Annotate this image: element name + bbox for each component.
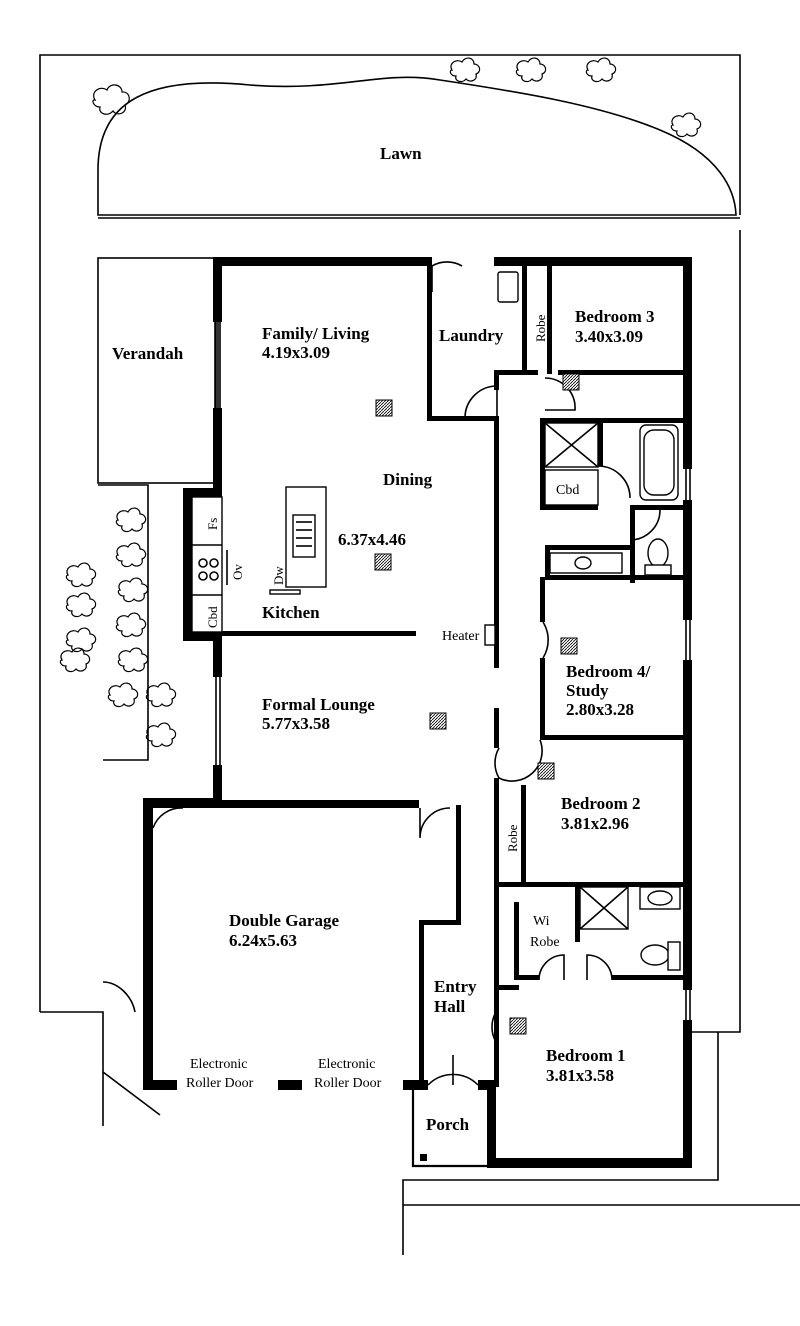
kitchen-cbd-label: Cbd [205, 606, 220, 628]
roller-door-1-line2: Roller Door [186, 1076, 254, 1091]
heater-label: Heater [442, 629, 480, 644]
fridge-space-label: Fs [205, 518, 220, 530]
ceiling-vents [374, 373, 580, 1035]
walk-in-robe-label: Robe [530, 935, 560, 950]
roller-door-2-line2: Roller Door [314, 1076, 382, 1091]
bedroom1-dims: 3.81x3.58 [546, 1066, 614, 1085]
family-living-dims: 4.19x3.09 [262, 343, 330, 362]
porch-post [420, 1154, 427, 1161]
porch-outline [411, 1090, 487, 1168]
windows [215, 259, 691, 1166]
bedroom2-robe-label: Robe [505, 824, 520, 852]
side-garden-trees [59, 507, 177, 748]
garage-dims: 6.24x5.63 [229, 931, 297, 950]
entry-hall-label-2: Hall [434, 997, 465, 1016]
interior-walls [222, 257, 688, 1090]
lawn-edge [97, 76, 737, 216]
family-living-label: Family/ Living [262, 324, 370, 343]
lawn-label: Lawn [380, 144, 422, 163]
bathroom-cbd-label: Cbd [556, 483, 579, 498]
verandah-outline [97, 257, 216, 484]
entry-hall-label-1: Entry [434, 977, 477, 996]
lawn-trees [92, 57, 702, 138]
oven-label: Ov [230, 564, 245, 580]
laundry-tub-icon [497, 271, 519, 303]
bedroom3-robe-label: Robe [533, 314, 548, 342]
bedroom4-label-1: Bedroom 4/ [566, 662, 650, 681]
bedroom4-dims: 2.80x3.28 [566, 700, 634, 719]
exterior-walls [143, 257, 692, 1168]
boundary-lower-right [402, 1032, 800, 1255]
heater-icon [484, 624, 496, 646]
walk-in-label: Wi [533, 914, 550, 929]
bathroom-fixtures [544, 422, 681, 971]
dining-label: Dining [383, 470, 433, 489]
kitchen-label: Kitchen [262, 603, 320, 622]
roller-door-2-line1: Electronic [318, 1057, 376, 1072]
bedroom2-label: Bedroom 2 [561, 794, 641, 813]
porch-label: Porch [426, 1115, 470, 1134]
bedroom2-dims: 3.81x2.96 [561, 814, 629, 833]
dishwasher-label: Dw [271, 566, 286, 585]
verandah-label: Verandah [112, 344, 184, 363]
bedroom4-label-2: Study [566, 681, 609, 700]
formal-lounge-label: Formal Lounge [262, 695, 375, 714]
dining-dims: 6.37x4.46 [338, 530, 406, 549]
boundary-left-garage [102, 981, 136, 1126]
formal-lounge-dims: 5.77x3.58 [262, 714, 330, 733]
bedroom3-dims: 3.40x3.09 [575, 327, 643, 346]
laundry-label: Laundry [439, 326, 504, 345]
roller-door-1-line1: Electronic [190, 1057, 248, 1072]
bedroom1-label: Bedroom 1 [546, 1046, 626, 1065]
cooktop-icon [198, 550, 228, 585]
bedroom3-label: Bedroom 3 [575, 307, 655, 326]
garage-label: Double Garage [229, 911, 339, 930]
